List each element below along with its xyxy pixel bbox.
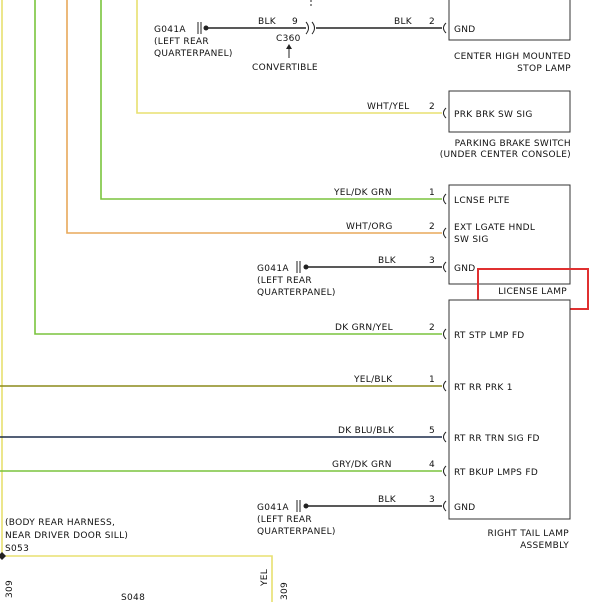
license-lamp-box <box>448 184 571 285</box>
parking-brake-name-line2: (UNDER CENTER CONSOLE) <box>440 150 571 160</box>
parking-brake-wire-color: WHT/YEL <box>367 102 410 112</box>
splice-dot <box>0 552 6 560</box>
parking-brake-name-line1: PARKING BRAKE SWITCH <box>455 139 571 149</box>
license-pin3-number: 3 <box>429 256 435 266</box>
tail-pin2-connector <box>443 328 447 340</box>
tail-pin-a-wire-color: DK GRN/YEL <box>335 323 393 333</box>
tail-lamp-name-line1: RIGHT TAIL LAMP <box>487 529 569 539</box>
license-pin2-number: 2 <box>429 222 435 232</box>
wire-wht-org <box>66 0 442 234</box>
bottom-ref: S048 <box>121 593 145 602</box>
tail-pin-e-number: 3 <box>429 495 435 505</box>
splice-line1: (BODY REAR HARNESS, <box>5 518 115 528</box>
tail-pin-d-label: RT BKUP LMPS FD <box>454 468 538 478</box>
tail-pin1-connector <box>443 380 447 392</box>
license-pin1-label: LCNSE PLTE <box>454 196 510 206</box>
right-tail-lamp-box <box>448 299 571 520</box>
wire-splice-yellow <box>2 555 273 602</box>
c360-connector <box>305 0 315 35</box>
license-pin1-wire-color: YEL/DK GRN <box>333 188 392 198</box>
license-ground-ref: G041A <box>257 264 289 274</box>
tail-pin-b-number: 1 <box>429 375 435 385</box>
license-lamp-pin3-connector <box>443 261 447 273</box>
ground-symbol-tail <box>296 500 309 512</box>
chmsl-wire-color: BLK <box>394 17 413 27</box>
wire-dk-grn-yel <box>34 0 442 335</box>
wire-yel-dk-grn <box>100 0 442 200</box>
tail-ground-line1: (LEFT REAR <box>257 515 312 525</box>
tail-pin3-connector <box>443 500 447 512</box>
tail-pin-b-wire-color: YEL/BLK <box>353 375 393 385</box>
tail-pin-d-number: 4 <box>429 460 435 470</box>
c360-pin-number: 9 <box>292 17 298 27</box>
tail-pin-c-label: RT RR TRN SIG FD <box>454 434 540 444</box>
tail-pin5-connector <box>443 431 447 443</box>
tail-pin-c-number: 5 <box>429 426 435 436</box>
bottom-right-number: 309 <box>280 582 290 600</box>
chmsl-pin-connector <box>443 22 447 34</box>
tail-pin-b-label: RT RR PRK 1 <box>454 383 513 393</box>
license-ground-line1: (LEFT REAR <box>257 276 312 286</box>
license-ground-line2: QUARTERPANEL) <box>257 288 336 298</box>
tail-pin-a-number: 2 <box>429 323 435 333</box>
ground-symbol-top <box>197 22 209 34</box>
chmsl-name-line2: STOP LAMP <box>517 64 571 74</box>
ground-symbol-license <box>296 261 309 273</box>
tail-pin-e-label: GND <box>454 503 476 513</box>
license-pin3-wire-color: BLK <box>378 256 397 266</box>
license-lamp-pin1-connector <box>443 193 447 205</box>
arrow-up-icon <box>286 44 292 58</box>
chmsl-box <box>448 0 571 41</box>
chmsl-pin-number: 2 <box>429 17 435 27</box>
parking-brake-box <box>448 90 571 133</box>
license-pin2-wire-color: WHT/ORG <box>346 222 393 232</box>
tail-pin-e-wire-color: BLK <box>378 495 397 505</box>
chmsl-name-line1: CENTER HIGH MOUNTED <box>454 52 571 62</box>
license-lamp-name: LICENSE LAMP <box>498 287 567 297</box>
bottom-wire-color: YEL <box>260 569 270 587</box>
top-ground-line1: (LEFT REAR <box>154 37 209 47</box>
tail-pin-a-label: RT STP LMP FD <box>454 331 525 341</box>
parking-brake-pin-number: 2 <box>429 102 435 112</box>
top-wire-color-left: BLK <box>258 17 277 27</box>
top-ground-ref: G041A <box>154 25 186 35</box>
top-ground-line2: QUARTERPANEL) <box>154 49 233 59</box>
license-pin1-number: 1 <box>429 188 435 198</box>
tail-ground-line2: QUARTERPANEL) <box>257 527 336 537</box>
splice-line2: NEAR DRIVER DOOR SILL) <box>5 531 128 541</box>
license-lamp-pin2-connector <box>443 227 447 239</box>
tail-pin-c-wire-color: DK BLU/BLK <box>338 426 395 436</box>
parking-brake-pin-connector <box>443 107 447 119</box>
chmsl-pin-label: GND <box>454 25 476 35</box>
splice-ref: S053 <box>5 544 29 554</box>
license-pin3-label: GND <box>454 264 476 274</box>
license-pin2-label2: SW SIG <box>454 235 489 245</box>
tail-pin-d-wire-color: GRY/DK GRN <box>332 460 392 470</box>
tail-pin4-connector <box>443 465 447 477</box>
wire-wht-yel <box>136 0 442 114</box>
c360-label: C360 <box>276 34 301 44</box>
license-pin2-label1: EXT LGATE HNDL <box>454 223 535 233</box>
tail-ground-ref: G041A <box>257 503 289 513</box>
bottom-left-number: 309 <box>5 580 15 598</box>
parking-brake-pin-label: PRK BRK SW SIG <box>454 110 533 120</box>
convertible-note: CONVERTIBLE <box>252 63 318 73</box>
tail-lamp-name-line2: ASSEMBLY <box>520 541 569 551</box>
